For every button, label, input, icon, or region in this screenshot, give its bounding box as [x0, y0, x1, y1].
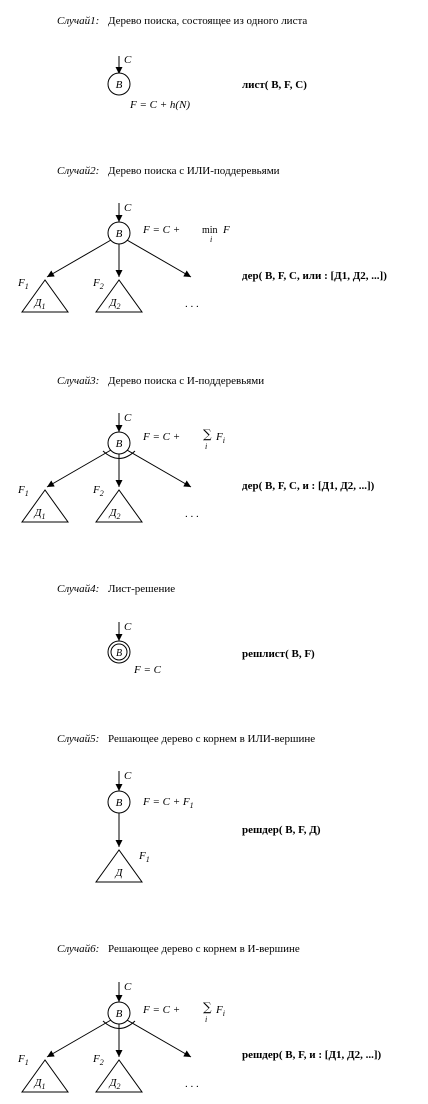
- case-3-title: Случай3: Дерево поиска с И-поддеревьями: [57, 375, 264, 387]
- case-3-subtree-2: [95, 489, 143, 523]
- case-5-edge-cost: C: [124, 770, 132, 782]
- case-2-title: Случай2: Дерево поиска с ИЛИ-поддеревьям…: [57, 165, 280, 177]
- case-6-edge-right: [126, 1019, 192, 1058]
- case-2-formula-op: min: [202, 225, 218, 236]
- case-2-edge-cost: C: [124, 202, 132, 214]
- case-1-term: лист( В, F, C): [242, 79, 307, 91]
- case-5-node-label: В: [116, 797, 123, 809]
- case-5-child-cost: F1: [138, 850, 150, 864]
- case-2-subtree-1: [21, 279, 69, 313]
- case-5-subtree-label: Д: [115, 867, 124, 879]
- case-6-subtree-1: [21, 1059, 69, 1093]
- case-6-formula-right: Fi: [215, 1004, 225, 1018]
- case-5: Случай5: Решающее дерево с корнем в ИЛИ-…: [57, 733, 321, 883]
- case-2-subtree-2: [95, 279, 143, 313]
- case-6: Случай6: Решающее дерево с корнем в И-ве…: [17, 943, 382, 1093]
- case-4-term: решлист( В, F): [242, 648, 315, 660]
- case-2-formula-sub: i: [210, 235, 212, 244]
- case-3-formula-sub: i: [205, 442, 207, 451]
- case-6-subtree-2: [95, 1059, 143, 1093]
- case-1-title: Случай1: Дерево поиска, состоящее из одн…: [57, 15, 307, 27]
- case-3-edge-cost: C: [124, 412, 132, 424]
- case-3-term: дер( В, F, C, и : [Д1, Д2, ...]): [242, 480, 375, 492]
- case-3-node-label: В: [116, 438, 123, 450]
- case-2-formula-left: F = C +: [142, 224, 180, 236]
- case-6-formula-left: F = C +: [142, 1004, 180, 1016]
- case-6-child-2-cost: F2: [92, 1053, 104, 1067]
- case-6-formula-sub: i: [205, 1015, 207, 1024]
- case-6-node-label: В: [116, 1008, 123, 1020]
- case-5-title: Случай5: Решающее дерево с корнем в ИЛИ-…: [57, 733, 315, 745]
- case-2-formula-right: F: [222, 224, 230, 236]
- case-6-formula-op: ∑: [203, 1000, 212, 1014]
- case-3-ellipsis: . . .: [185, 508, 199, 520]
- case-1-edge-cost: C: [124, 54, 132, 66]
- case-6-term: решдер( В, F, и : [Д1, Д2, ...]): [242, 1049, 382, 1061]
- case-2-node-label: В: [116, 228, 123, 240]
- case-3-edge-left: [46, 449, 112, 488]
- case-1-node: [107, 72, 131, 96]
- case-3-edge-right: [126, 449, 192, 488]
- case-2-term: дер( В, F, C, или : [Д1, Д2, ...]): [242, 270, 387, 282]
- case-4-node-inner: [110, 643, 128, 661]
- case-1-node-label: В: [116, 79, 123, 91]
- case-4: Случай4: Лист-решение C В F = C решлист(…: [57, 583, 315, 676]
- case-3-subtree-1-label: Д1: [34, 507, 46, 521]
- case-2-child-1-cost: F1: [17, 277, 29, 291]
- case-6-subtree-1-label: Д1: [34, 1077, 46, 1091]
- case-5-formula: F = C + F1: [142, 796, 194, 810]
- case-6-child-1-cost: F1: [17, 1053, 29, 1067]
- case-6-ellipsis: . . .: [185, 1078, 199, 1090]
- case-4-node-label: В: [116, 648, 122, 659]
- case-1-formula: F = C + h(N): [129, 99, 190, 111]
- case-6-edge-left: [46, 1019, 112, 1058]
- case-2-ellipsis: . . .: [185, 298, 199, 310]
- case-4-formula: F = C: [133, 664, 162, 676]
- case-1: Случай1: Дерево поиска, состоящее из одн…: [57, 15, 307, 111]
- case-2-edge-left: [46, 239, 112, 278]
- case-4-title: Случай4: Лист-решение: [57, 583, 175, 595]
- case-3-formula-left: F = C +: [142, 431, 180, 443]
- case-2-subtree-2-label: Д2: [109, 297, 121, 311]
- case-2-edge-right: [126, 239, 192, 278]
- case-5-term: решдер( В, F, Д): [242, 824, 321, 836]
- case-3-subtree-1: [21, 489, 69, 523]
- case-2-subtree-1-label: Д1: [34, 297, 46, 311]
- case-3-formula-right: Fi: [215, 431, 225, 445]
- case-4-edge-cost: C: [124, 621, 132, 633]
- case-6-edge-cost: C: [124, 981, 132, 993]
- case-3-formula-op: ∑: [203, 427, 212, 441]
- case-5-subtree: [95, 849, 143, 883]
- case-6-subtree-2-label: Д2: [109, 1077, 121, 1091]
- case-3-child-2-cost: F2: [92, 484, 104, 498]
- case-6-title: Случай6: Решающее дерево с корнем в И-ве…: [57, 943, 300, 955]
- case-3-child-1-cost: F1: [17, 484, 29, 498]
- case-2: Случай2: Дерево поиска с ИЛИ-поддеревьям…: [17, 165, 387, 313]
- case-2-child-2-cost: F2: [92, 277, 104, 291]
- case-3: Случай3: Дерево поиска с И-поддеревьями …: [17, 375, 375, 523]
- case-3-subtree-2-label: Д2: [109, 507, 121, 521]
